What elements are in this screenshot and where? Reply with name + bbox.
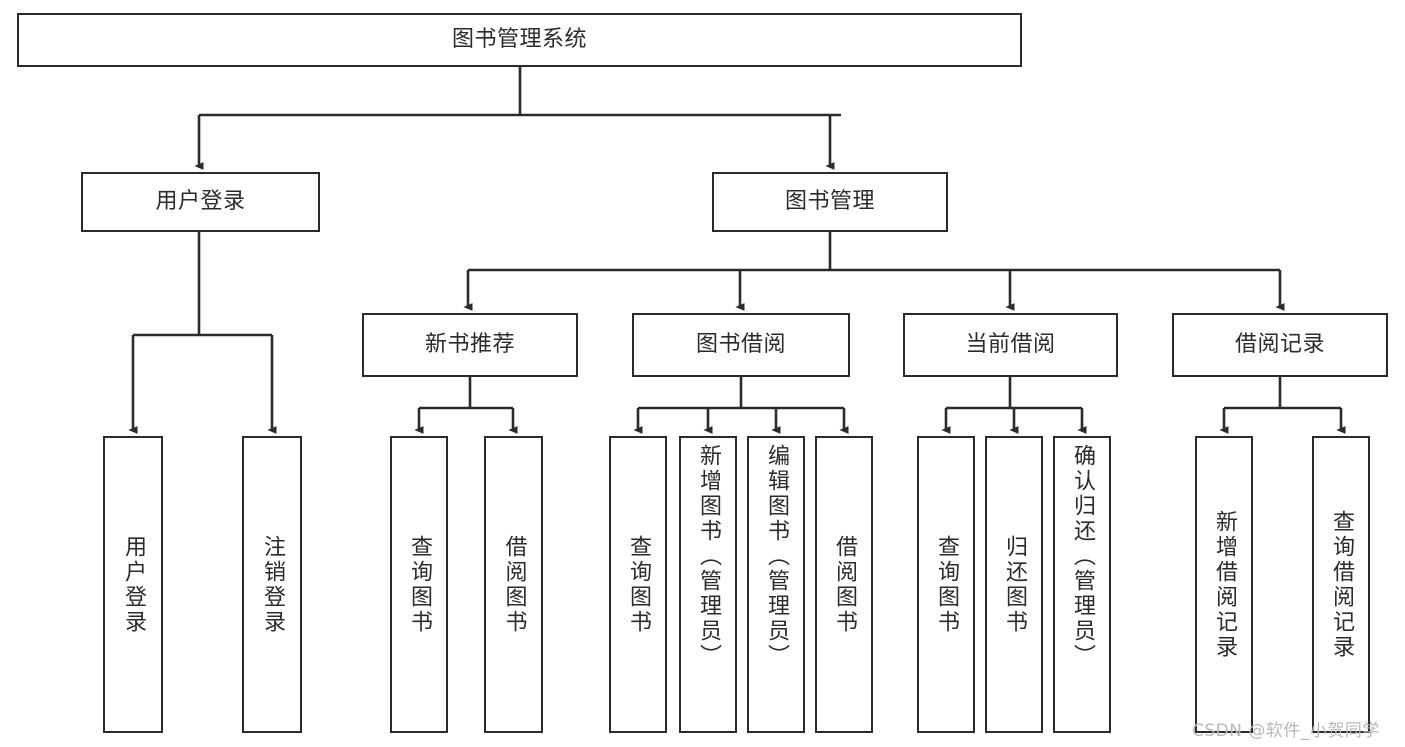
leaf-return-book-label: 归还图书: [1002, 534, 1027, 635]
node-current-borrow[interactable]: 当前借阅: [903, 313, 1118, 377]
leaf-add-borrow-record-label: 新增借阅记录: [1212, 509, 1237, 660]
node-current-borrow-label: 当前借阅: [965, 331, 1056, 357]
node-book-borrow-label: 图书借阅: [695, 331, 786, 357]
leaf-borrow-book-nbr-label: 借阅图书: [501, 534, 527, 635]
leaf-query-book-nbr-label: 查询图书: [407, 534, 432, 635]
node-borrow-record-label: 借阅记录: [1234, 331, 1325, 357]
leaf-user-login-label: 用户登录: [121, 534, 146, 635]
leaf-edit-book-admin-label: 编辑图书（管理员）: [764, 444, 789, 669]
node-book-management[interactable]: 图书管理: [712, 172, 948, 232]
node-user-login[interactable]: 用户登录: [81, 172, 320, 232]
leaf-query-borrow-record-label: 查询借阅记录: [1329, 509, 1354, 660]
leaf-user-login[interactable]: 用户登录: [103, 436, 163, 733]
node-user-login-label: 用户登录: [155, 188, 246, 214]
node-new-book-recommend[interactable]: 新书推荐: [362, 313, 578, 377]
leaf-confirm-return-admin[interactable]: 确认归还（管理员）: [1053, 436, 1111, 733]
leaf-borrow-book-bb[interactable]: 借阅图书: [815, 436, 873, 733]
leaf-confirm-return-admin-label: 确认归还（管理员）: [1070, 444, 1095, 669]
leaf-add-borrow-record[interactable]: 新增借阅记录: [1195, 436, 1253, 733]
leaf-add-book-admin[interactable]: 新增图书（管理员）: [679, 436, 737, 733]
leaf-return-book[interactable]: 归还图书: [985, 436, 1043, 733]
leaf-edit-book-admin[interactable]: 编辑图书（管理员）: [747, 436, 805, 733]
node-root-label: 图书管理系统: [451, 26, 587, 52]
leaf-borrow-book-nbr[interactable]: 借阅图书: [484, 436, 543, 733]
csdn-watermark: CSDN @软件_小贺同学: [1192, 721, 1380, 741]
leaf-query-book-bb-label: 查询图书: [626, 534, 651, 635]
node-book-management-label: 图书管理: [784, 188, 875, 214]
leaf-add-book-admin-label: 新增图书（管理员）: [696, 444, 721, 669]
leaf-logout[interactable]: 注销登录: [242, 436, 302, 733]
leaf-query-book-nbr[interactable]: 查询图书: [390, 436, 448, 733]
leaf-query-book-bb[interactable]: 查询图书: [609, 436, 667, 733]
node-book-borrow[interactable]: 图书借阅: [632, 313, 850, 377]
node-new-book-recommend-label: 新书推荐: [424, 331, 515, 357]
leaf-query-book-cb-label: 查询图书: [934, 534, 959, 635]
leaf-borrow-book-bb-label: 借阅图书: [832, 534, 857, 635]
leaf-query-borrow-record[interactable]: 查询借阅记录: [1312, 436, 1370, 733]
leaf-query-book-cb[interactable]: 查询图书: [917, 436, 975, 733]
leaf-logout-label: 注销登录: [260, 534, 285, 635]
node-root[interactable]: 图书管理系统: [17, 13, 1022, 67]
node-borrow-record[interactable]: 借阅记录: [1172, 313, 1388, 377]
